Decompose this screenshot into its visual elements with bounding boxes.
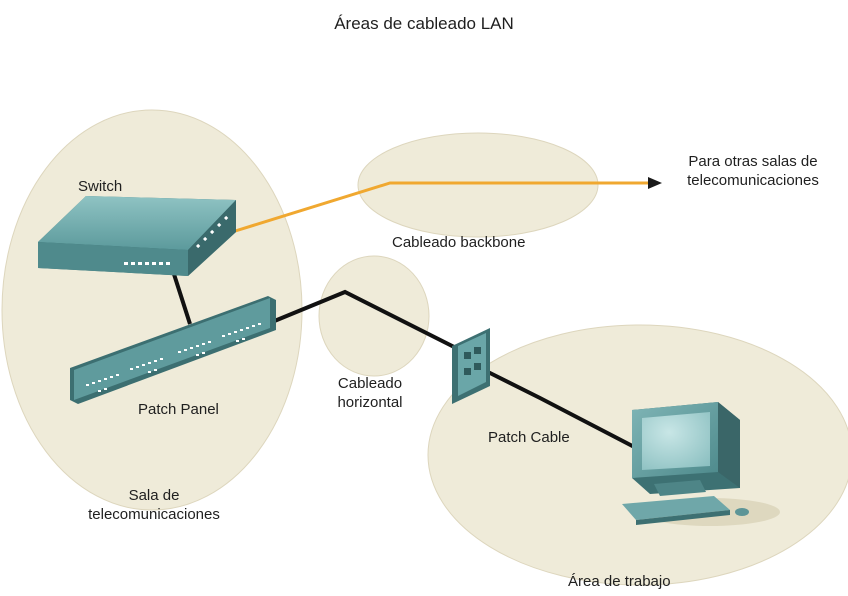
other-rooms-label: Para otras salas de telecomunicaciones — [666, 152, 840, 190]
backbone-label: Cableado backbone — [392, 234, 526, 251]
horizontal-cable — [271, 289, 471, 357]
patch-cable — [487, 370, 641, 452]
backbone-area — [357, 132, 599, 238]
backbone-cable — [231, 181, 648, 234]
horizontal-cabling-label: Cableado horizontal — [318, 374, 422, 412]
other-rooms-label-line1: Para otras salas de — [688, 153, 818, 170]
switch-icon — [38, 196, 236, 276]
patch-panel-label: Patch Panel — [138, 401, 219, 418]
computer-icon — [622, 402, 780, 526]
horizontal-cabling-label-line1: Cableado — [337, 375, 403, 392]
arrowhead-icon — [648, 177, 662, 189]
horizontal-cabling-label-line2: horizontal — [337, 394, 403, 411]
work-area-label: Área de trabajo — [568, 573, 671, 590]
telecom-room-label-line2: telecomunicaciones — [88, 506, 220, 523]
patch-panel-icon — [70, 296, 276, 404]
diagram-title: Áreas de cableado LAN — [334, 14, 514, 33]
switch-label: Switch — [78, 178, 123, 195]
telecom-room-label-line1: Sala de — [128, 487, 180, 504]
patch-cable-label: Patch Cable — [488, 429, 570, 446]
other-rooms-label-line2: telecomunicaciones — [687, 172, 819, 189]
telecom-room-label: Sala de telecomunicaciones — [64, 486, 244, 524]
wall-outlet-icon — [452, 328, 490, 404]
switch-to-panel-cable — [170, 267, 192, 325]
horizontal-cabling-area — [318, 255, 430, 377]
